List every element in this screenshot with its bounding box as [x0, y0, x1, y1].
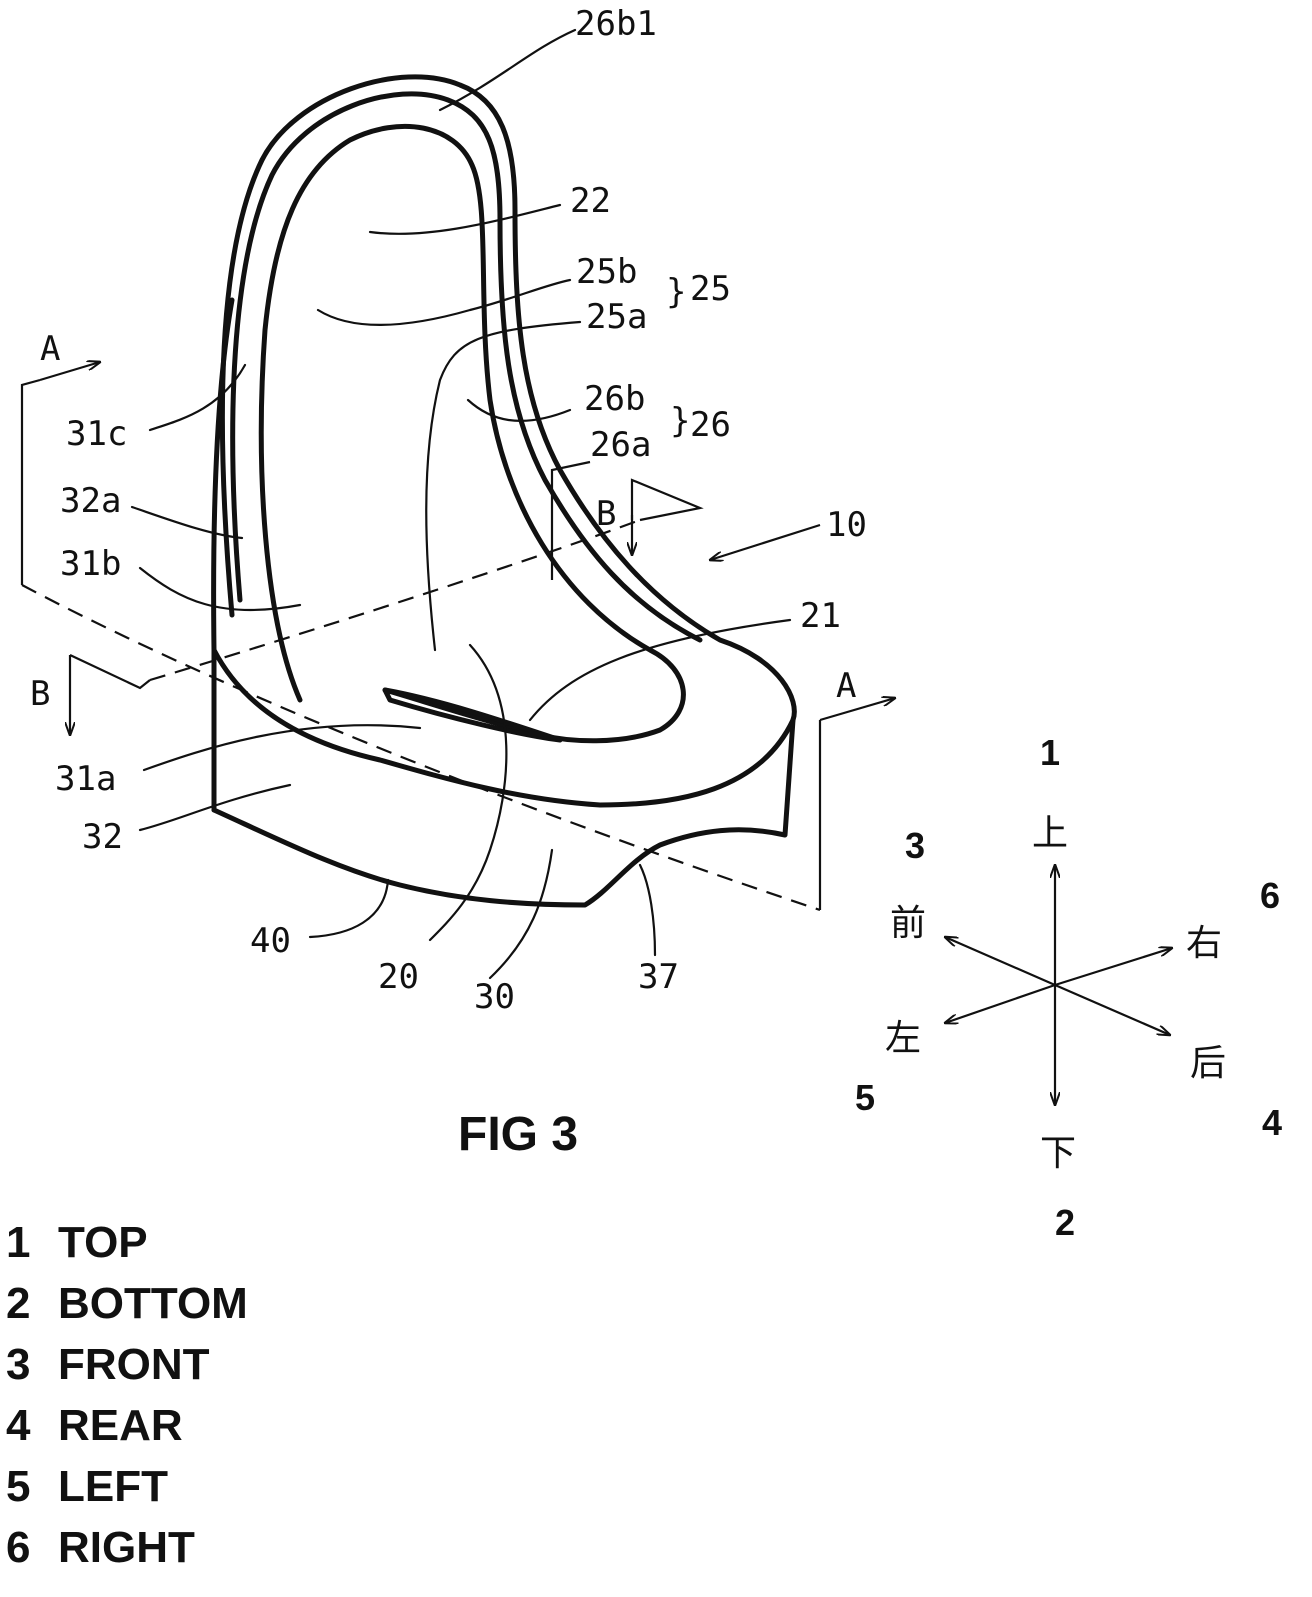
section-b-right: B — [596, 494, 616, 534]
label-32a: 32a — [60, 481, 121, 521]
compass-char-up: 上 — [1032, 813, 1068, 854]
label-26: 26 — [690, 405, 731, 445]
compass-char-rear: 后 — [1190, 1043, 1226, 1084]
label-10: 10 — [826, 505, 867, 545]
label-25a: 25a — [586, 297, 647, 337]
legend-label: TOP — [58, 1218, 148, 1267]
label-25b: 25b — [576, 252, 637, 292]
section-a-top: A — [40, 329, 60, 369]
label-21: 21 — [800, 596, 841, 636]
legend-number: 6 — [6, 1517, 58, 1578]
label-22: 22 — [570, 181, 611, 221]
label-20: 20 — [378, 957, 419, 997]
label-30: 30 — [474, 977, 515, 1017]
legend-number: 5 — [6, 1456, 58, 1517]
label-37: 37 — [638, 957, 679, 997]
legend-label: BOTTOM — [58, 1279, 248, 1328]
label-25: 25 — [690, 269, 731, 309]
legend-item: 4REAR — [6, 1395, 248, 1456]
compass-char-left: 左 — [885, 1018, 921, 1059]
direction-legend: 1TOP 2BOTTOM 3FRONT 4REAR 5LEFT 6RIGHT — [6, 1212, 248, 1578]
legend-number: 4 — [6, 1395, 58, 1456]
compass-char-right: 右 — [1186, 923, 1222, 964]
label-40: 40 — [250, 921, 291, 961]
direction-compass: 1 上 下 2 3 前 后 4 左 5 右 6 — [855, 732, 1282, 1243]
label-32: 32 — [82, 817, 123, 857]
label-31c: 31c — [66, 414, 127, 454]
section-lines — [22, 362, 895, 910]
compass-num-down: 2 — [1055, 1202, 1075, 1243]
reference-labels: 26b1 22 25b 25a } 25 26b 26a } 26 10 21 … — [30, 4, 867, 1017]
label-25-brace: } — [666, 272, 686, 312]
compass-num-left: 5 — [855, 1077, 875, 1118]
legend-item: 3FRONT — [6, 1334, 248, 1395]
label-26b1: 26b1 — [575, 4, 657, 44]
label-26b: 26b — [584, 379, 645, 419]
legend-label: REAR — [58, 1401, 183, 1450]
section-b-left: B — [30, 674, 50, 714]
legend-label: LEFT — [58, 1462, 168, 1511]
label-26a: 26a — [590, 425, 651, 465]
legend-item: 6RIGHT — [6, 1517, 248, 1578]
legend-item: 5LEFT — [6, 1456, 248, 1517]
legend-number: 3 — [6, 1334, 58, 1395]
label-31a: 31a — [55, 759, 116, 799]
compass-num-right: 6 — [1260, 875, 1280, 916]
compass-char-front: 前 — [890, 903, 926, 944]
figure-caption: FIG 3 — [458, 1108, 578, 1161]
label-31b: 31b — [60, 544, 121, 584]
legend-label: RIGHT — [58, 1523, 195, 1572]
legend-item: 2BOTTOM — [6, 1273, 248, 1334]
label-26-brace: } — [670, 401, 690, 441]
legend-number: 2 — [6, 1273, 58, 1334]
compass-char-down: 下 — [1040, 1133, 1076, 1174]
legend-item: 1TOP — [6, 1212, 248, 1273]
section-a-right: A — [836, 666, 856, 706]
legend-number: 1 — [6, 1212, 58, 1273]
legend-label: FRONT — [58, 1340, 210, 1389]
compass-num-up: 1 — [1040, 732, 1060, 773]
compass-num-rear: 4 — [1262, 1102, 1282, 1143]
compass-num-front: 3 — [905, 825, 925, 866]
